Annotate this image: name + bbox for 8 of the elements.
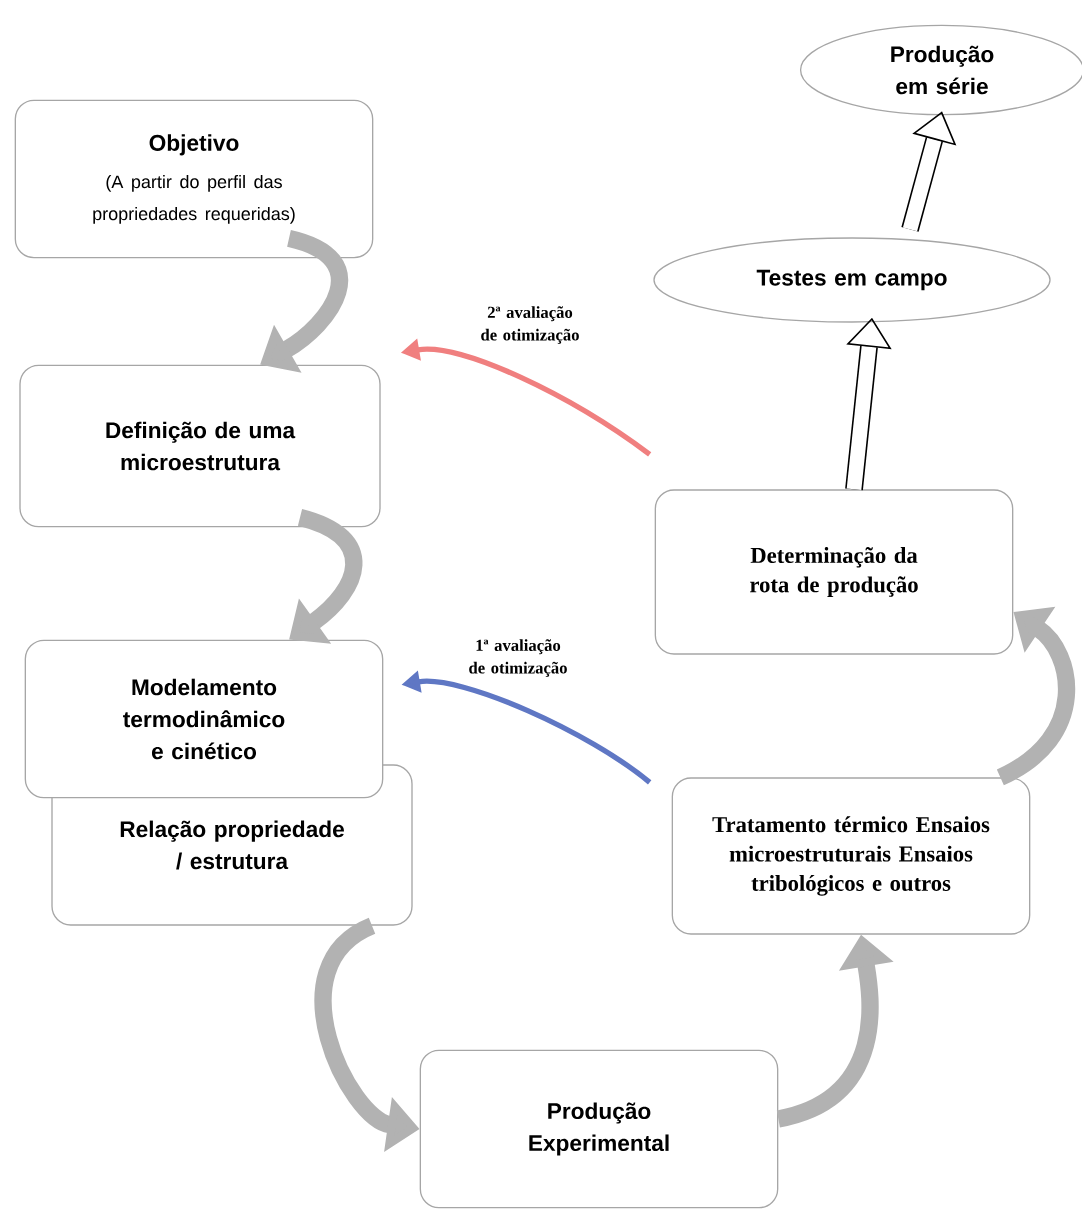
- process-box: Produção Experimental: [419, 1049, 779, 1209]
- edge-label: 2ª avaliação de otimização: [481, 306, 579, 344]
- process-box: Determinação da rota de produção: [654, 489, 1014, 655]
- process-box: Definição de uma microestrutura: [19, 364, 381, 528]
- process-box: Modelamento termodinâmico e cinético: [24, 639, 384, 799]
- process-box: Objetivo (A partir do perfil das propriedades requeridas): [14, 99, 374, 259]
- process-box: Tratamento térmico Ensaios microestruturais Ensaios tribológicos e outros: [671, 777, 1031, 935]
- edge-label: 1ª avaliação de otimização: [469, 639, 567, 677]
